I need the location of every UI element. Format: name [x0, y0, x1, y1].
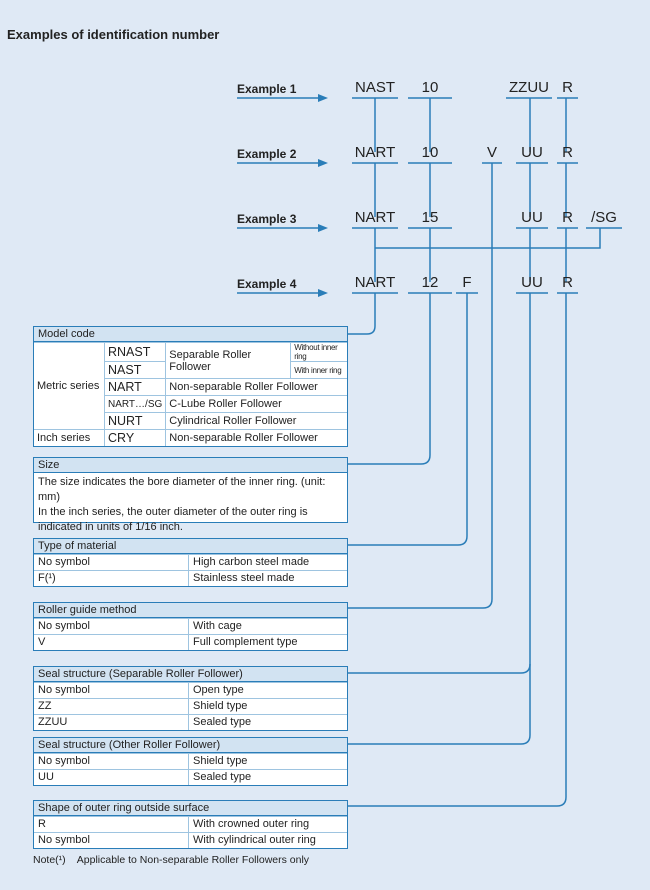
ex1-size-code: 10	[421, 79, 439, 96]
ex2-guide-code: V	[486, 144, 497, 161]
model-code-cell: NART…/SG	[103, 395, 167, 413]
example-4-label: Example 4	[237, 277, 297, 291]
ex2-size-code: 10	[421, 144, 439, 161]
size-line-2: In the inch series, the outer diameter o…	[38, 506, 308, 533]
ex4-size-code: 12	[421, 274, 439, 291]
table-row: No symbol High carbon steel made	[34, 554, 347, 570]
ex3-shape-code: R	[562, 209, 573, 226]
metric-series-label: Metric series	[34, 342, 105, 430]
table-row: ZZ Shield type	[34, 698, 347, 714]
symbol-cell: No symbol	[34, 555, 189, 570]
meaning-cell: With crowned outer ring	[193, 818, 310, 830]
meaning-cell: Open type	[193, 684, 244, 696]
shape-box: Shape of outer ring outside surface R Wit…	[33, 800, 348, 849]
meaning-cell: Sealed type	[193, 771, 252, 783]
material-box: Type of material No symbol High carbon st…	[33, 538, 348, 587]
table-row: V Full complement type	[34, 634, 347, 650]
model-code-cell: NURT	[103, 412, 167, 430]
ex3-size-code: 15	[421, 209, 439, 226]
table-row: UU Sealed type	[34, 769, 347, 785]
ex4-model-code: NART	[354, 274, 396, 291]
page-title: Examples of identification number	[7, 27, 220, 42]
ex3-model-code: NART	[354, 209, 396, 226]
symbol-cell: F(¹)	[34, 571, 189, 586]
material-header: Type of material	[34, 539, 347, 554]
ex4-seal-code: UU	[521, 274, 543, 291]
symbol-cell: ZZ	[34, 699, 189, 714]
seal-other-header: Seal structure (Other Roller Follower)	[34, 738, 347, 753]
ex4-shape-code: R	[562, 274, 573, 291]
meaning-cell: Full complement type	[193, 636, 298, 648]
symbol-cell: No symbol	[34, 619, 189, 634]
model-code-cell: NART	[103, 378, 167, 396]
meaning-cell: With cage	[193, 620, 242, 632]
ex2-seal-code: UU	[521, 144, 543, 161]
ex1-seal-code: ZZUU	[509, 79, 549, 96]
inch-series-label: Inch series	[34, 429, 105, 446]
guide-box: Roller guide method No symbol With cage V…	[33, 602, 348, 651]
size-header: Size	[34, 458, 347, 473]
ex3-seal-code: UU	[521, 209, 543, 226]
shape-header: Shape of outer ring outside surface	[34, 801, 347, 816]
symbol-cell: ZZUU	[34, 715, 189, 730]
ex4-material-code: F	[462, 274, 472, 291]
symbol-cell: R	[34, 817, 189, 832]
example-3-label: Example 3	[237, 212, 297, 226]
size-box: Size The size indicates the bore diamete…	[33, 457, 348, 533]
model-desc-cell: C-Lube Roller Follower	[165, 395, 347, 413]
table-row: No symbol With cylindrical outer ring	[34, 832, 347, 848]
guide-header: Roller guide method	[34, 603, 347, 618]
model-code-box: Model code Metric series RNAST Separable…	[33, 326, 348, 447]
ex3-sg-code: /SG	[591, 209, 617, 226]
ex1-shape-code: R	[562, 79, 573, 96]
model-desc-cell: Non-separable Roller Follower	[165, 378, 347, 396]
symbol-cell: No symbol	[34, 833, 189, 848]
footnote: Note(¹) Applicable to Non-separable Roll…	[33, 854, 310, 866]
model-code-header: Model code	[34, 327, 347, 342]
model-code-table: Metric series RNAST Separable Roller Fol…	[34, 342, 347, 446]
meaning-cell: Sealed type	[193, 716, 252, 728]
meaning-cell: Shield type	[193, 700, 248, 712]
model-desc-cell: Non-separable Roller Follower	[165, 429, 347, 446]
symbol-cell: No symbol	[34, 683, 189, 698]
ex2-model-code: NART	[354, 144, 396, 161]
table-row: F(¹) Stainless steel made	[34, 570, 347, 586]
model-sub-cell: Without inner ring	[290, 342, 347, 362]
meaning-cell: High carbon steel made	[193, 556, 310, 568]
ex1-model-code: NAST	[354, 79, 395, 96]
example-2-label: Example 2	[237, 147, 297, 161]
meaning-cell: Shield type	[193, 755, 248, 767]
model-code-cell: RNAST	[103, 342, 167, 362]
ex2-shape-code: R	[562, 144, 573, 161]
seal-separable-box: Seal structure (Separable Roller Followe…	[33, 666, 348, 731]
symbol-cell: No symbol	[34, 754, 189, 769]
symbol-cell: V	[34, 635, 189, 650]
table-row: No symbol Shield type	[34, 753, 347, 769]
seal-other-box: Seal structure (Other Roller Follower) N…	[33, 737, 348, 786]
meaning-cell: Stainless steel made	[193, 572, 295, 584]
seal-separable-header: Seal structure (Separable Roller Followe…	[34, 667, 347, 682]
table-row: No symbol Open type	[34, 682, 347, 698]
table-row: R With crowned outer ring	[34, 816, 347, 832]
model-desc-cell: Cylindrical Roller Follower	[165, 412, 347, 430]
model-code-cell: NAST	[103, 361, 167, 379]
model-code-cell: CRY	[103, 429, 167, 446]
size-line-1: The size indicates the bore diameter of …	[38, 476, 326, 503]
model-sub-cell: With inner ring	[290, 361, 347, 379]
example-1-label: Example 1	[237, 82, 297, 96]
table-row: ZZUU Sealed type	[34, 714, 347, 730]
meaning-cell: With cylindrical outer ring	[193, 834, 316, 846]
symbol-cell: UU	[34, 770, 189, 785]
table-row: No symbol With cage	[34, 618, 347, 634]
model-desc-cell: Separable Roller Follower	[165, 342, 292, 379]
